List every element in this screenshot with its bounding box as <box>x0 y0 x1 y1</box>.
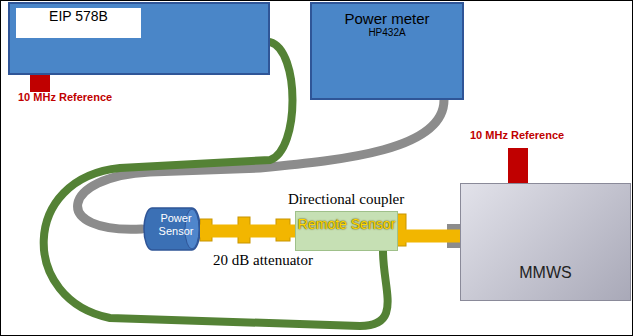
node-text: Directional coupler <box>288 191 404 208</box>
rf-connector <box>200 225 295 238</box>
instrument-box: MMWS <box>460 183 631 301</box>
node-text: Power Sensor <box>142 207 200 238</box>
coupler-box: Directional couplerRemote Sensor <box>295 211 398 251</box>
annotation-label: 10 MHz Reference <box>470 129 564 141</box>
instrument-box: Power meterHP432A <box>310 2 464 100</box>
reference-port <box>508 148 528 183</box>
node-text: EIP 578B <box>16 8 141 38</box>
sensor-cylinder: Power Sensor <box>142 207 200 251</box>
reference-port <box>30 75 50 92</box>
node-text: MMWS <box>461 264 630 282</box>
node-text: Power meter <box>312 10 462 27</box>
instrument-box: EIP 578B <box>8 2 270 75</box>
rf-connector <box>398 230 460 243</box>
annotation-label: 10 MHz Reference <box>18 91 112 103</box>
annotation-label: 20 dB attenuator <box>213 252 313 269</box>
node-text: HP432A <box>312 27 462 38</box>
node-text: Remote Sensor <box>296 212 397 232</box>
